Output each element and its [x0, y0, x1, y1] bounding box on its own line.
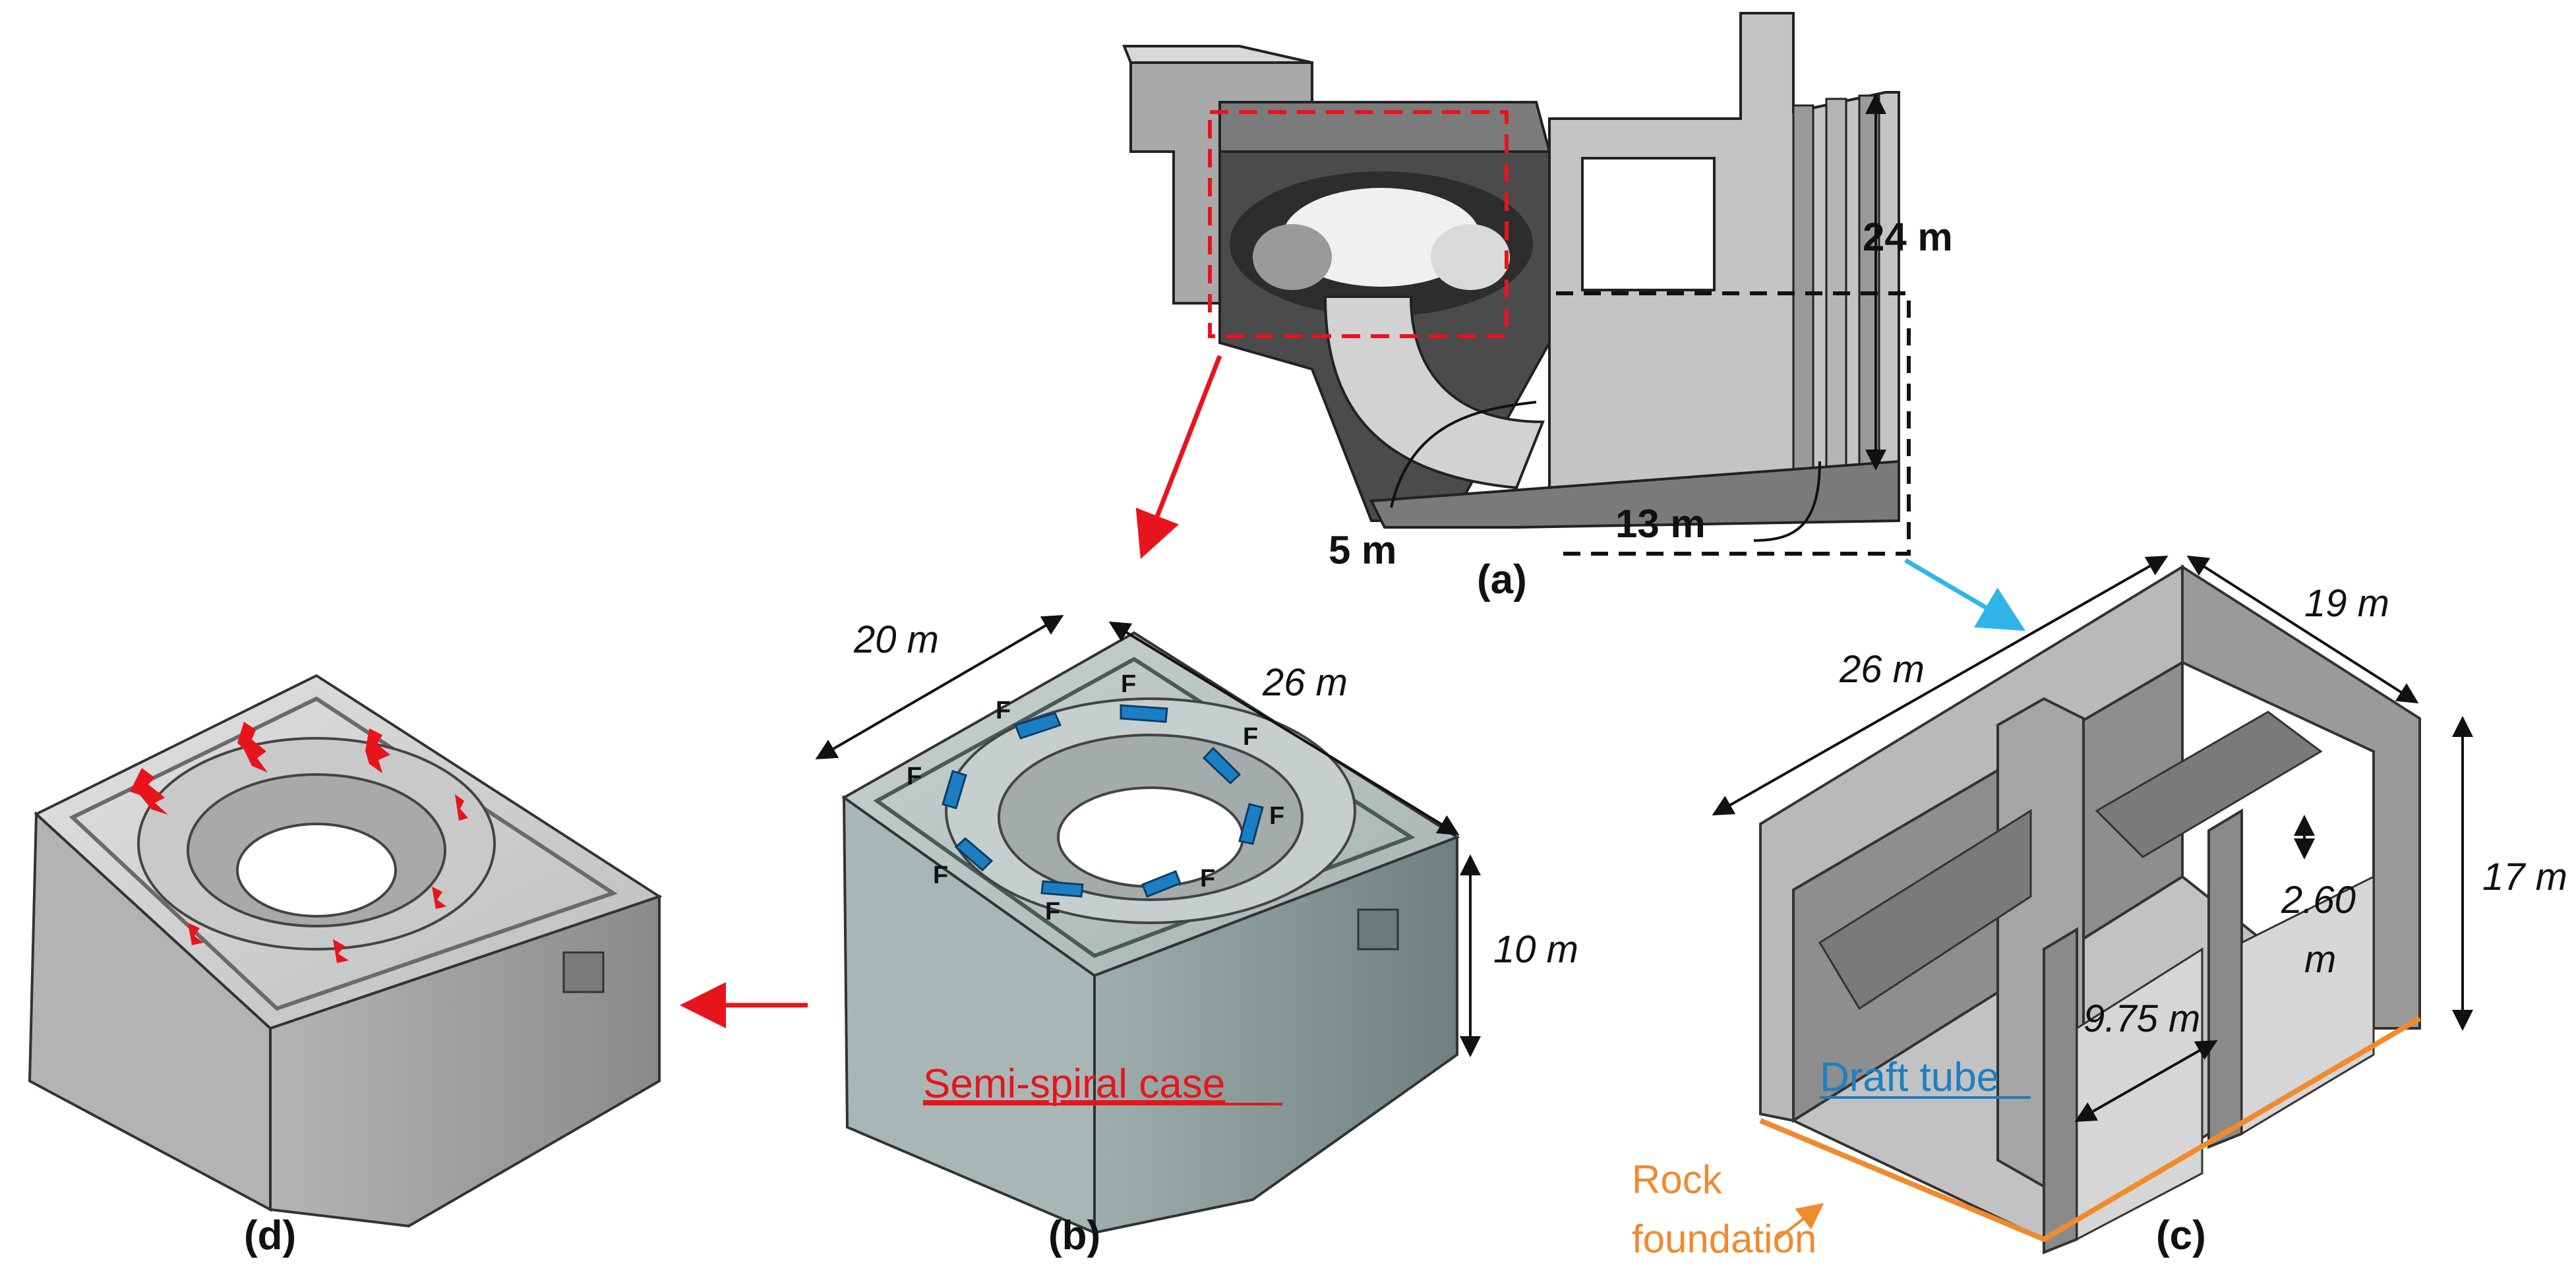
panel-a-powerhouse-model: 24 m 13 m 5 m (a) [1122, 12, 1953, 602]
dim-17m-label: 17 m [2482, 856, 2567, 898]
crack-marker [432, 887, 446, 909]
cyan-arrow-a-to-c [1904, 558, 2026, 631]
panel-c-label: (c) [2156, 1213, 2206, 1258]
force-label: F [933, 862, 948, 889]
dim-26m-label-c: 26 m [1839, 648, 1925, 691]
intake-gate-slot-1 [1792, 104, 1814, 515]
panel-b-semi-spiral-case: F F F F F F F F 20 m 26 m 10 m Semi-spir… [815, 614, 1578, 1258]
dim-24m-label: 24 m [1863, 215, 1953, 259]
force-arrow [942, 770, 967, 809]
crack-marker [365, 728, 390, 773]
dim-19m-label: 19 m [2304, 582, 2389, 625]
dim-26m-line-c [1712, 556, 2169, 815]
panel-d-damage-model: (d) [28, 674, 663, 1258]
force-label: F [907, 763, 922, 790]
force-arrow [1040, 880, 1084, 898]
rock-foundation-label-line-2: foundation [1632, 1217, 1816, 1261]
dim-13m-label: 13 m [1615, 502, 1706, 546]
rock-foundation-label-line-1: Rock [1632, 1157, 1723, 1202]
crack-damage-markers [130, 722, 468, 963]
dim-975m-label: 9.75 m [2083, 997, 2200, 1040]
crack-marker [130, 768, 168, 815]
panel-c-draft-tube: Rock foundation 26 m 19 m 17 m 2.60 m 9.… [1632, 555, 2567, 1261]
panel-a-label: (a) [1477, 557, 1527, 602]
powerhouse-base-slab [1369, 459, 1900, 529]
dim-26m-line [1108, 621, 1460, 836]
rock-foundation-edge [1759, 1016, 2422, 1243]
force-arrow [1120, 704, 1168, 723]
red-arrow-a-to-b [1135, 355, 1222, 560]
dim-13m-leader [1753, 461, 1821, 542]
force-arrow [954, 836, 994, 872]
crack-marker [333, 939, 349, 963]
dim-260m-label-line-1: 2.60 [2281, 879, 2356, 922]
panel-d-label: (d) [244, 1213, 296, 1258]
draft-tube-front-pier-left [2043, 927, 2078, 1254]
intake-gate-slot-2 [1825, 98, 1847, 515]
semi-spiral-selection-box [1208, 110, 1509, 338]
draft-tube-title: Draft tube [1820, 1055, 1999, 1100]
model-d-pit [236, 823, 397, 918]
dim-5m-label: 5 m [1329, 528, 1396, 572]
force-label: F [1269, 802, 1284, 830]
force-label: F [1045, 898, 1060, 925]
dim-20m-line [815, 614, 1064, 760]
draft-tube-ramp-right [2095, 711, 2323, 858]
crack-marker [455, 794, 468, 821]
model-d-top-rim [69, 696, 618, 1011]
panel-b-label: (b) [1048, 1213, 1100, 1258]
dim-260m-label-line-2: m [2304, 938, 2336, 981]
force-label: F [1200, 865, 1215, 893]
spiral-case-throat [1282, 188, 1480, 287]
powerhouse-left-block-top [1122, 45, 1313, 64]
draft-tube-elbow [1323, 295, 1545, 490]
crack-marker [237, 722, 268, 773]
dim-10m-label: 10 m [1493, 928, 1578, 971]
force-arrow [1141, 870, 1182, 898]
force-label: F [1243, 723, 1258, 751]
runner-left [1253, 224, 1332, 290]
dim-19m-line [2186, 555, 2419, 704]
semi-spiral-case-title: Semi-spiral case [923, 1061, 1225, 1107]
model-d-side-window [562, 951, 605, 993]
case-side-window [1357, 908, 1399, 951]
draft-tube-selection-box [1556, 291, 1911, 556]
force-label: F [1121, 670, 1136, 698]
draft-tube-bay-right [2240, 875, 2375, 1136]
powerhouse-right-window [1581, 157, 1716, 291]
dim-5m-leader [1390, 401, 1537, 508]
dim-975m-line [2074, 1040, 2218, 1122]
powerhouse-central-top [1218, 101, 1551, 153]
force-label: F [996, 697, 1011, 724]
draft-tube-ramp-left [1818, 809, 2032, 1010]
crack-marker [188, 923, 204, 945]
dim-26m-label: 26 m [1262, 661, 1348, 704]
draft-tube-front-pier-right [2207, 808, 2243, 1149]
rock-foundation-pointer [1776, 1203, 1824, 1241]
runner-right [1431, 224, 1510, 290]
dim-20m-label: 20 m [853, 618, 939, 661]
